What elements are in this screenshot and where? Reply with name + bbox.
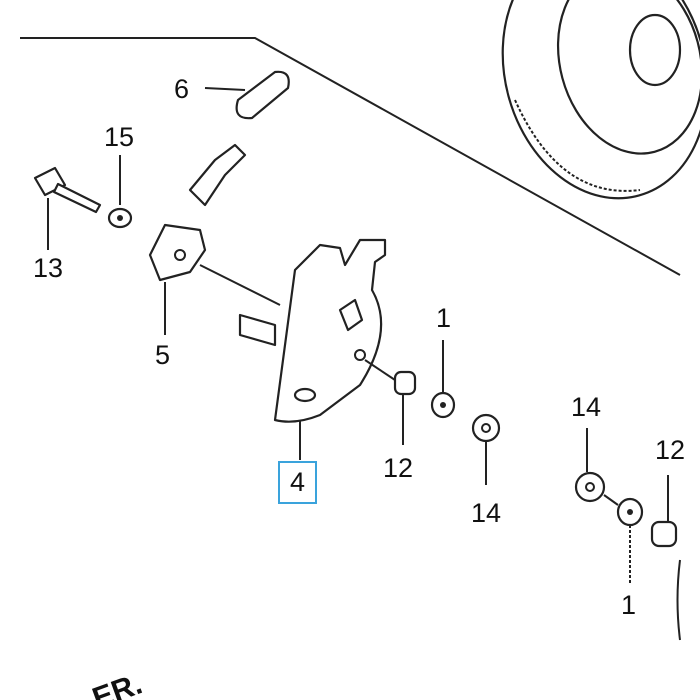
callout-14-right[interactable]: 14 [571,392,602,422]
part-6 [235,70,290,120]
callout-12-right[interactable]: 12 [655,435,686,465]
part-4-bracket [238,238,387,460]
spring-clip [188,143,247,207]
part-1-washer-right [603,494,644,585]
part-14-nut [471,413,501,485]
callout-1-right[interactable]: 1 [621,590,637,620]
wheel [501,0,700,200]
part-12-spacer-right [650,475,681,641]
part-13-bolt [33,166,102,250]
callout-15[interactable]: 15 [104,122,135,152]
deck-outline [20,37,681,276]
callout-4-highlighted[interactable]: 4 [278,461,318,504]
part-15-washer [107,155,133,229]
part-1-washer [430,340,456,419]
callout-13[interactable]: 13 [33,253,64,283]
part-5 [148,223,281,335]
callout-5[interactable]: 5 [155,340,171,370]
partial-logo-text: ER. [88,667,146,700]
part-12-spacer [364,359,417,445]
callout-6[interactable]: 6 [174,74,190,104]
callout-12[interactable]: 12 [383,453,414,483]
callout-1[interactable]: 1 [436,303,452,333]
part-14-nut-right [574,428,606,503]
callout-14[interactable]: 14 [471,498,502,528]
